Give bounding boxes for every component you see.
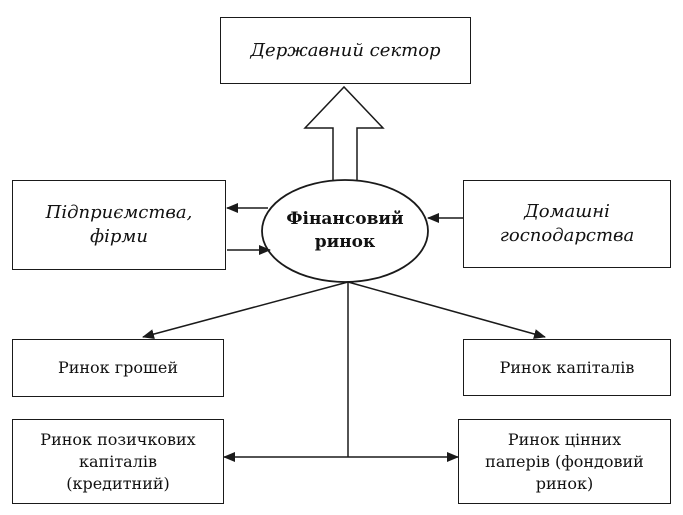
enterprises-label-line2: фірми (90, 226, 148, 247)
capital-market-label: Ринок капіталів (499, 357, 635, 377)
arrow-to-money-market (142, 281, 349, 339)
state-sector-label: Державний сектор (250, 39, 441, 61)
money-market-label: Ринок грошей (57, 358, 179, 377)
securities-label-line1: Ринок цінних (507, 429, 622, 449)
households-label-line2: господарства (499, 225, 635, 246)
securities-label-line2: паперів (фондовий (485, 451, 644, 471)
households-box: Домашні господарства (463, 180, 671, 268)
money-market-box: Ринок грошей (12, 339, 224, 397)
loan-capital-label-line1: Ринок позичкових (40, 429, 196, 449)
enterprises-box: Підприємства, фірми (12, 180, 226, 270)
state-sector-box: Державний сектор (220, 17, 471, 84)
loan-capital-market-box: Ринок позичкових капіталів (кредитний) (12, 419, 224, 504)
arrow-to-capital-market (347, 281, 546, 339)
financial-market-label-line2: ринок (314, 232, 376, 252)
loan-capital-label-line3: (кредитний) (66, 473, 170, 493)
securities-market-box: Ринок цінних паперів (фондовий ринок) (458, 419, 671, 504)
households-label-line1: Домашні (524, 201, 610, 222)
hollow-up-arrow (303, 85, 385, 180)
financial-market-label: Фінансовий ринок (270, 186, 420, 276)
securities-label-line3: ринок) (535, 473, 594, 493)
loan-capital-label-line2: капіталів (79, 451, 157, 471)
capital-market-box: Ринок капіталів (463, 339, 671, 396)
financial-market-ellipse (261, 179, 429, 283)
enterprises-label-line1: Підприємства, (45, 202, 193, 223)
financial-market-label-line1: Фінансовий (286, 209, 404, 229)
